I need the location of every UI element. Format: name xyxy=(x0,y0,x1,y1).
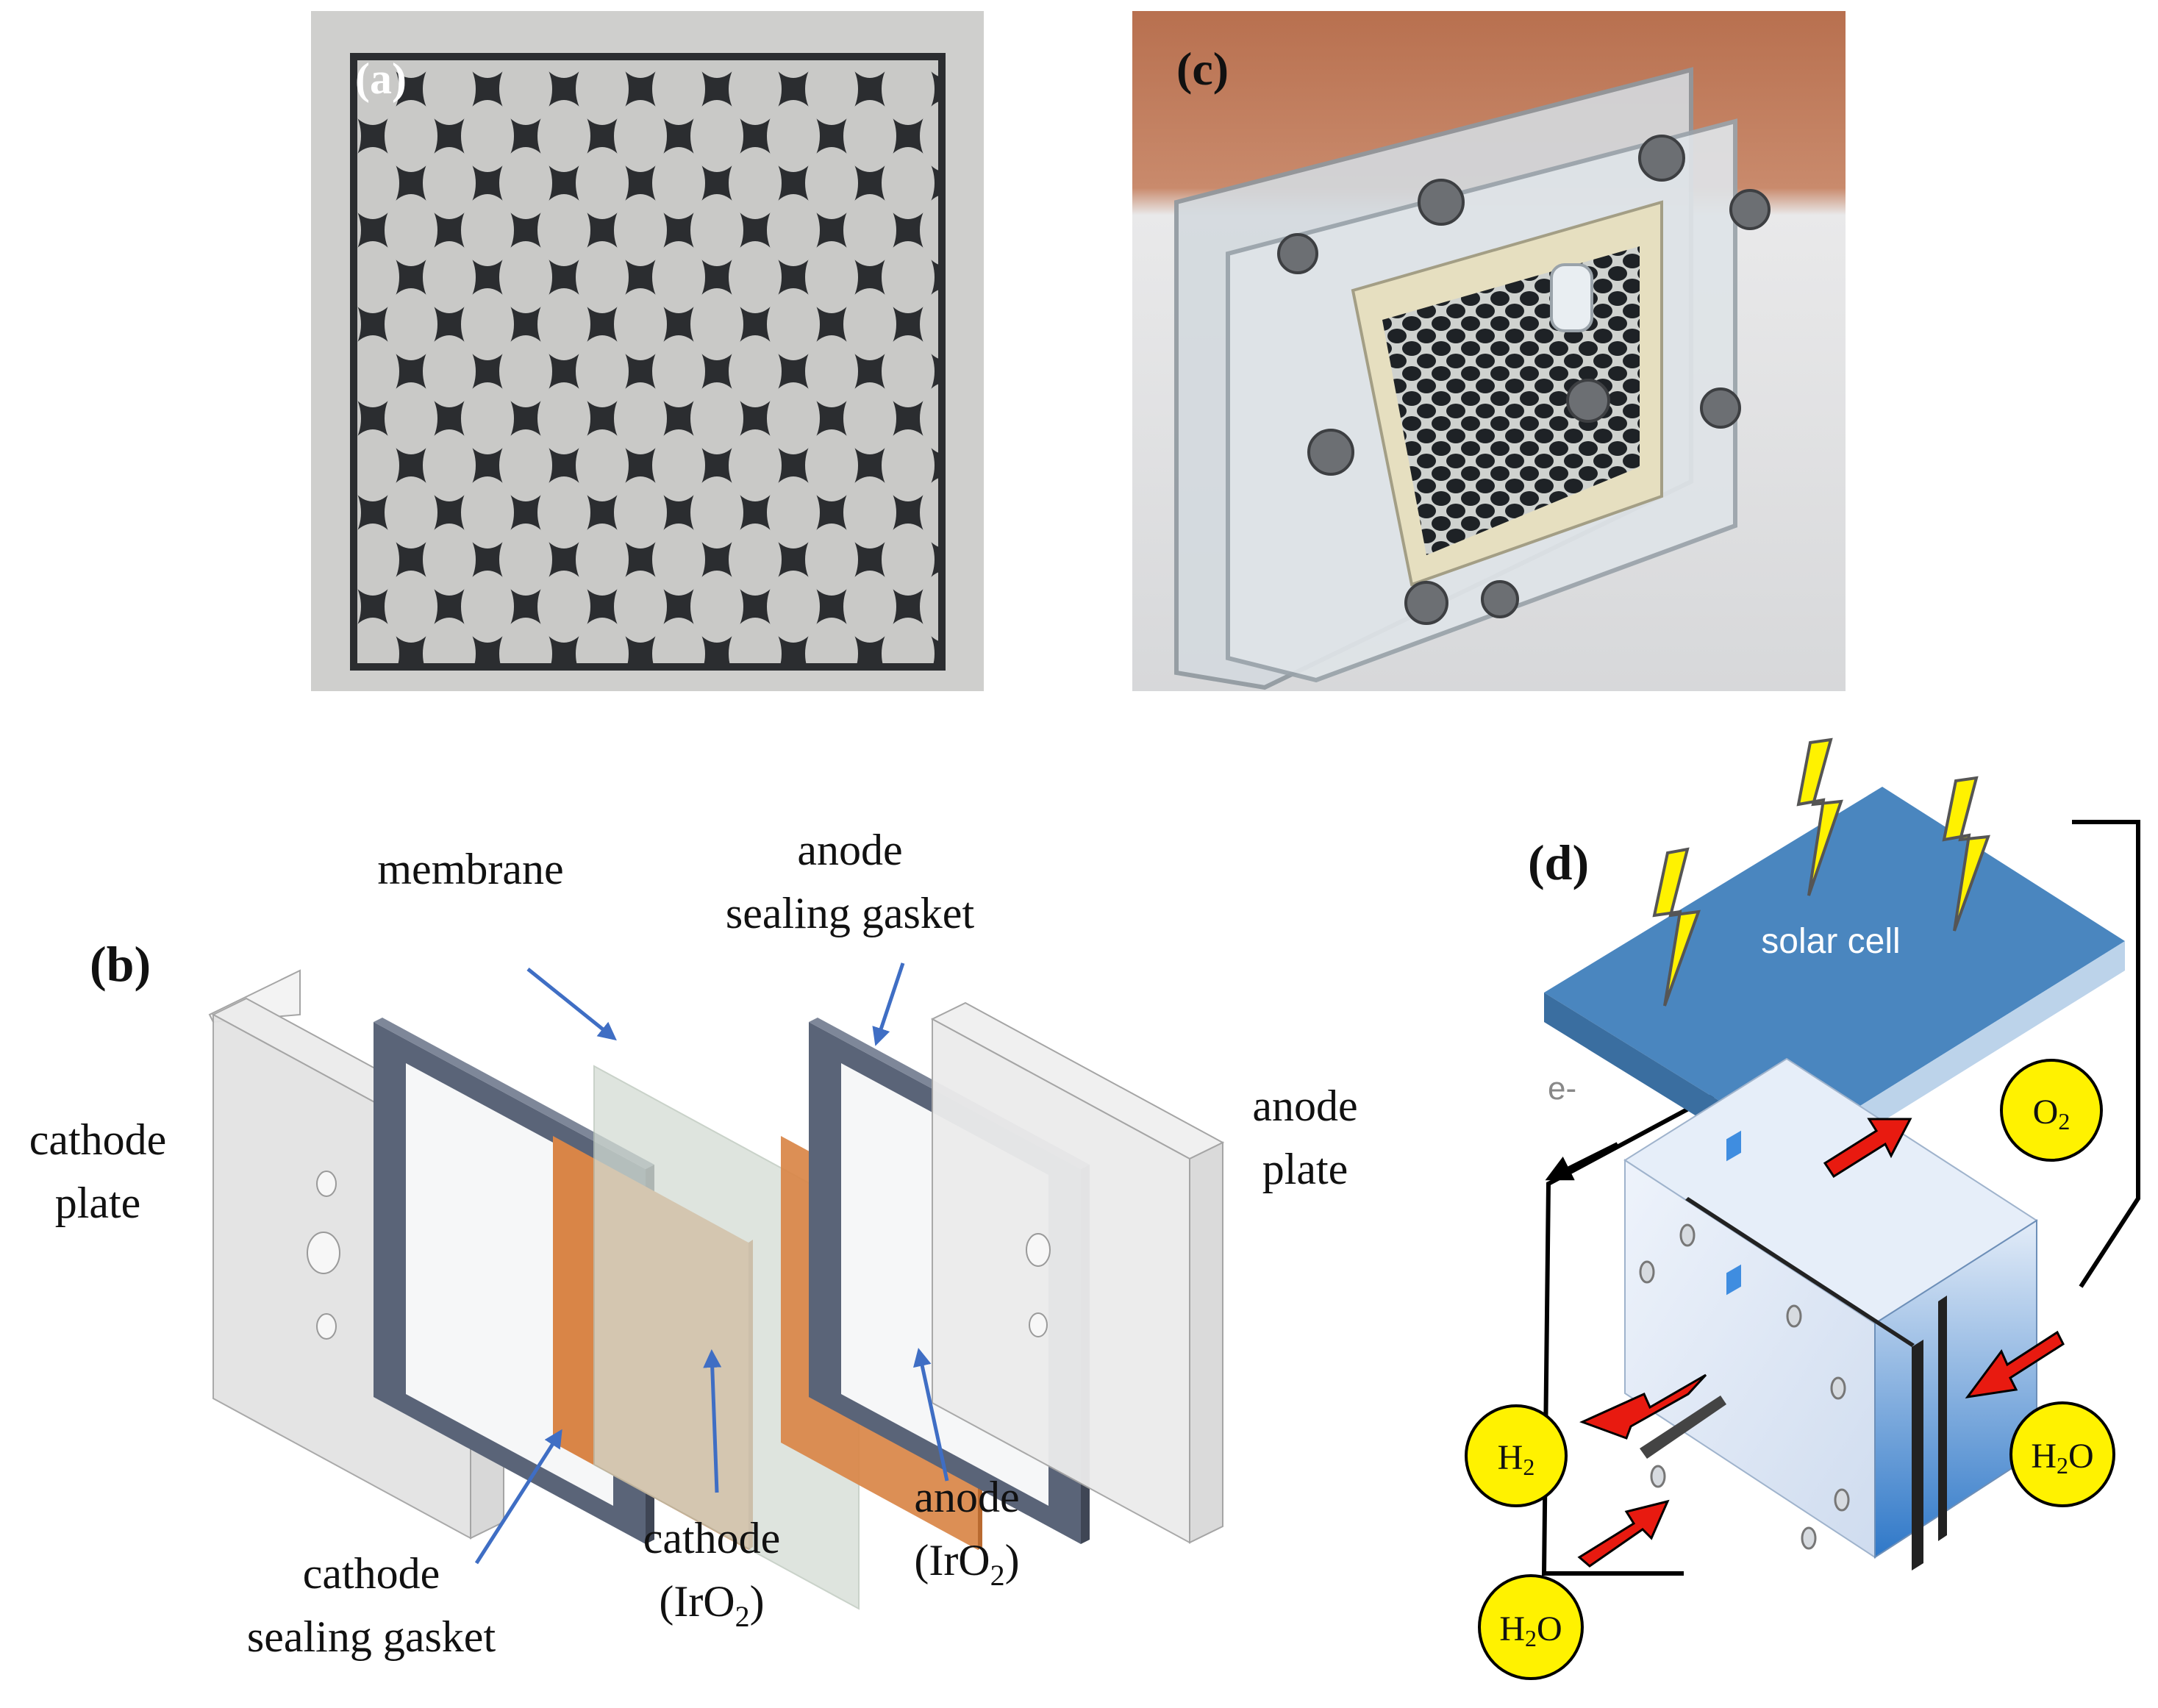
h2o-inlet-arrow xyxy=(1577,1499,1670,1568)
cathode-label-line2: (IrO2) xyxy=(659,1577,764,1633)
bolt-icon xyxy=(1700,387,1741,429)
anode-formula-subscript: 2 xyxy=(990,1559,1005,1592)
h2o-bottom-bubble xyxy=(1478,1574,1584,1680)
anode-pointer-arrow xyxy=(913,1348,949,1482)
sunlight-icon xyxy=(1652,847,1701,1007)
cathode-gasket-label-line2: sealing gasket xyxy=(247,1612,496,1661)
cathode-formula-close: ) xyxy=(750,1577,765,1626)
cathode-label-line1: cathode xyxy=(643,1514,781,1562)
h2o-bottom-h: H xyxy=(1499,1609,1525,1648)
port-icon xyxy=(1726,1130,1741,1162)
h2o-right-subscript: 2 xyxy=(2057,1452,2068,1479)
anode-plate-label-line1: anode xyxy=(1252,1082,1357,1130)
cathode-plate-label-line1: cathode xyxy=(29,1115,167,1164)
h2-flow-arrow xyxy=(1579,1373,1707,1440)
membrane-label: membrane xyxy=(377,845,563,893)
anode-formula: (IrO xyxy=(914,1536,990,1584)
anode-gasket-label-line2: sealing gasket xyxy=(726,889,975,937)
titanium-mesh xyxy=(354,57,942,667)
sunlight-icon xyxy=(1942,776,1990,932)
bolt-icon xyxy=(1418,179,1465,226)
panel-b-exploded-view: (b) membrane anode sealing gasket cathod… xyxy=(0,801,1397,1704)
panel-a-mesh-photo: (a) xyxy=(311,11,984,691)
wire-cathode-side xyxy=(1541,1093,1715,1576)
h2o-bottom-subscript: 2 xyxy=(1525,1625,1537,1651)
solar-schematic-diagram: (d) solar cell e- O2 H2 H2O H2O xyxy=(1465,737,2140,1680)
membrane-pointer-arrow xyxy=(526,968,617,1041)
bolt-icon xyxy=(1307,429,1354,476)
bolt-icon xyxy=(1729,189,1771,230)
panel-d-label: (d) xyxy=(1528,835,1589,890)
electrode-tab xyxy=(1640,1396,1726,1459)
mesh-photo-graphic: (a) xyxy=(311,11,984,691)
cathode-gasket-label-line1: cathode xyxy=(303,1549,440,1598)
panel-c-cell-photo: (c) xyxy=(1132,11,1846,691)
bolt-icon xyxy=(1481,580,1519,618)
bolt-icon xyxy=(1638,135,1685,182)
h2o-right-bubble xyxy=(2009,1401,2115,1507)
o2-subscript: 2 xyxy=(2058,1108,2070,1135)
bolt-icon xyxy=(1277,233,1318,274)
h2o-right-o: O xyxy=(2068,1437,2094,1476)
electron-flow-arrow xyxy=(1545,1142,1619,1181)
cell-photo-graphic: (c) xyxy=(1132,11,1846,691)
electrolyzer-stack xyxy=(1623,1057,2038,1571)
solar-cell-label: solar cell xyxy=(1761,922,1900,961)
h2-label: H2 xyxy=(1498,1438,1535,1480)
h2o-right-inlet-arrow xyxy=(1965,1330,2065,1399)
cathode-formula-subscript: 2 xyxy=(735,1600,750,1633)
bolt-hole-icon xyxy=(1834,1488,1850,1512)
anode-plate-label-line2: plate xyxy=(1262,1145,1348,1193)
panel-b-label: (b) xyxy=(90,936,151,992)
anode-formula-close: ) xyxy=(1005,1536,1020,1584)
bolt-hole-icon xyxy=(1801,1526,1817,1550)
cathode-formula: (IrO xyxy=(659,1577,735,1626)
anode-gasket-pointer-arrow xyxy=(872,962,905,1046)
o2-label: O2 xyxy=(2033,1093,2071,1135)
bolt-icon xyxy=(1404,581,1448,625)
bolt-icon xyxy=(1566,379,1610,423)
h2o-right-label: H2O xyxy=(2031,1437,2093,1479)
h2o-bottom-label: H2O xyxy=(1499,1609,1562,1651)
h2-bubble xyxy=(1465,1404,1568,1507)
anode-label-line2: (IrO2) xyxy=(914,1536,1019,1592)
wire-anode-side xyxy=(2072,820,2140,1288)
cathode-plate-label-line2: plate xyxy=(55,1179,141,1227)
h2-subscript: 2 xyxy=(1523,1454,1534,1480)
bolt-hole-icon xyxy=(1639,1260,1655,1284)
panel-d-solar-schematic: (d) solar cell e- O2 H2 H2O H2O xyxy=(1397,728,2158,1704)
panel-a-label: (a) xyxy=(355,54,407,103)
o2-bubble xyxy=(2000,1059,2103,1162)
anode-plate xyxy=(930,1001,1225,1544)
cathode-gasket-pointer-arrow xyxy=(474,1429,562,1565)
anode-label-line1: anode xyxy=(914,1473,1019,1521)
h2o-bottom-o: O xyxy=(1537,1609,1562,1648)
bolt-hole-icon xyxy=(1679,1223,1696,1247)
bolt-hole-icon xyxy=(1650,1465,1666,1488)
h2o-right-h: H xyxy=(2031,1437,2057,1476)
bolt-hole-icon xyxy=(1830,1376,1846,1400)
port-icon xyxy=(1726,1264,1741,1296)
fitting-icon xyxy=(1550,263,1593,332)
h2-symbol: H xyxy=(1498,1438,1523,1477)
o2-flow-arrow xyxy=(1823,1118,1912,1179)
cathode-pointer-arrow xyxy=(703,1349,722,1493)
o2-symbol: O xyxy=(2033,1093,2059,1132)
anode-gasket-label-line1: anode xyxy=(797,826,902,874)
electron-label: e- xyxy=(1548,1071,1576,1107)
sunlight-icon xyxy=(1796,737,1843,896)
bolt-hole-icon xyxy=(1786,1304,1802,1328)
exploded-view-diagram: (b) membrane anode sealing gasket cathod… xyxy=(29,826,1358,1661)
panel-c-label: (c) xyxy=(1176,43,1229,95)
